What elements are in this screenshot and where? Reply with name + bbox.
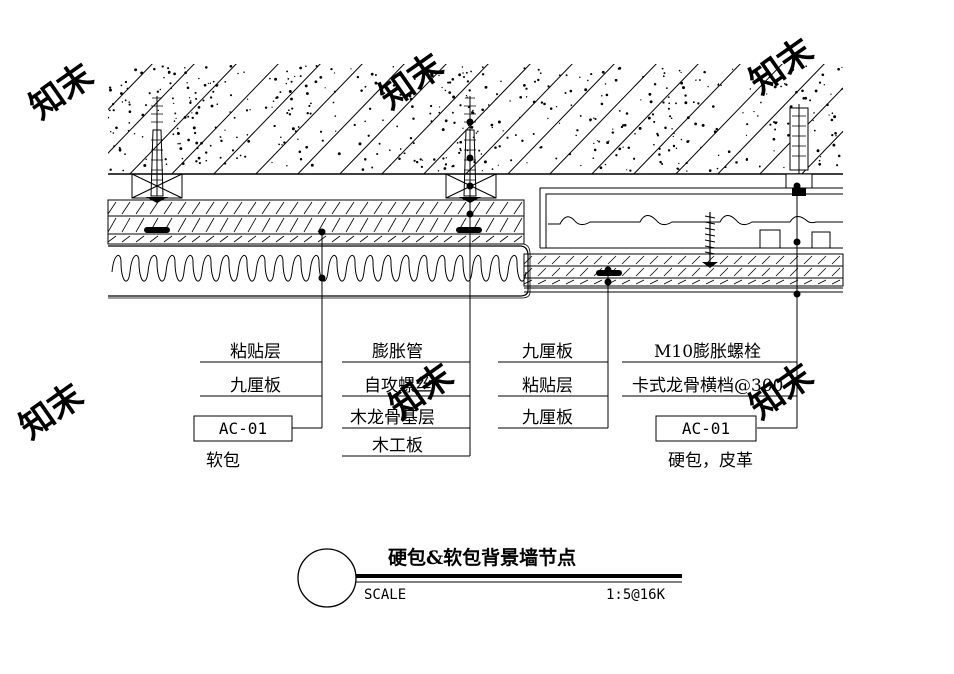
watermark-text: 知末 — [12, 376, 91, 448]
fasteners — [146, 96, 813, 268]
expansion-anchor-icon — [146, 96, 168, 203]
label-adhesive-layer: 粘贴层 — [230, 342, 281, 362]
label-expansion-tube: 膨胀管 — [372, 342, 423, 362]
concrete-wall — [108, 64, 843, 175]
label-nine-mm-board: 九厘板 — [522, 342, 573, 362]
label-nine-mm-board: 九厘板 — [522, 408, 573, 428]
material-name: 软包 — [206, 451, 240, 471]
label-wood-keel-base: 木龙骨基层 — [350, 408, 435, 428]
hard-left-labels: 九厘板 粘贴层 九厘板 — [522, 342, 573, 428]
scale-value: 1:5@16K — [606, 587, 666, 603]
material-name: 硬包，皮革 — [668, 451, 753, 471]
leader-lines — [200, 122, 798, 457]
material-code: AC-01 — [219, 419, 267, 438]
title-block: 硬包&软包背景墙节点 SCALE 1:5@16K — [297, 546, 682, 608]
m10-bolt-icon — [785, 104, 813, 196]
label-clip-keel-rail: 卡式龙骨横档@300 — [632, 376, 783, 396]
label-nine-mm-board: 九厘板 — [230, 376, 281, 396]
soft-pack-assembly — [107, 173, 531, 299]
soft-right-labels: 膨胀管 自攻螺丝 木龙骨基层 木工板 — [350, 342, 435, 456]
label-self-tapping-screw: 自攻螺丝 — [364, 376, 432, 396]
detail-circle-icon — [297, 548, 357, 608]
self-tapping-screw-icon — [702, 212, 718, 268]
hard-right-labels: M10膨胀螺栓 卡式龙骨横档@300 — [632, 342, 783, 396]
watermark-text: 知末 — [22, 56, 101, 128]
leader-dots — [318, 118, 801, 298]
label-adhesive-layer: 粘贴层 — [522, 376, 573, 396]
drawing-title: 硬包&软包背景墙节点 — [388, 546, 576, 569]
watermark-text: 知末 — [742, 31, 821, 103]
hard-pack-tag: AC-01 硬包，皮革 — [655, 415, 757, 471]
label-m10-bolt: M10膨胀螺栓 — [654, 342, 761, 362]
label-blockboard: 木工板 — [372, 436, 423, 456]
soft-left-labels: 粘贴层 九厘板 — [230, 342, 281, 396]
hard-pack-assembly — [523, 187, 844, 293]
scale-label: SCALE — [364, 587, 406, 603]
soft-pack-tag: AC-01 软包 — [193, 415, 293, 471]
material-code: AC-01 — [682, 419, 730, 438]
